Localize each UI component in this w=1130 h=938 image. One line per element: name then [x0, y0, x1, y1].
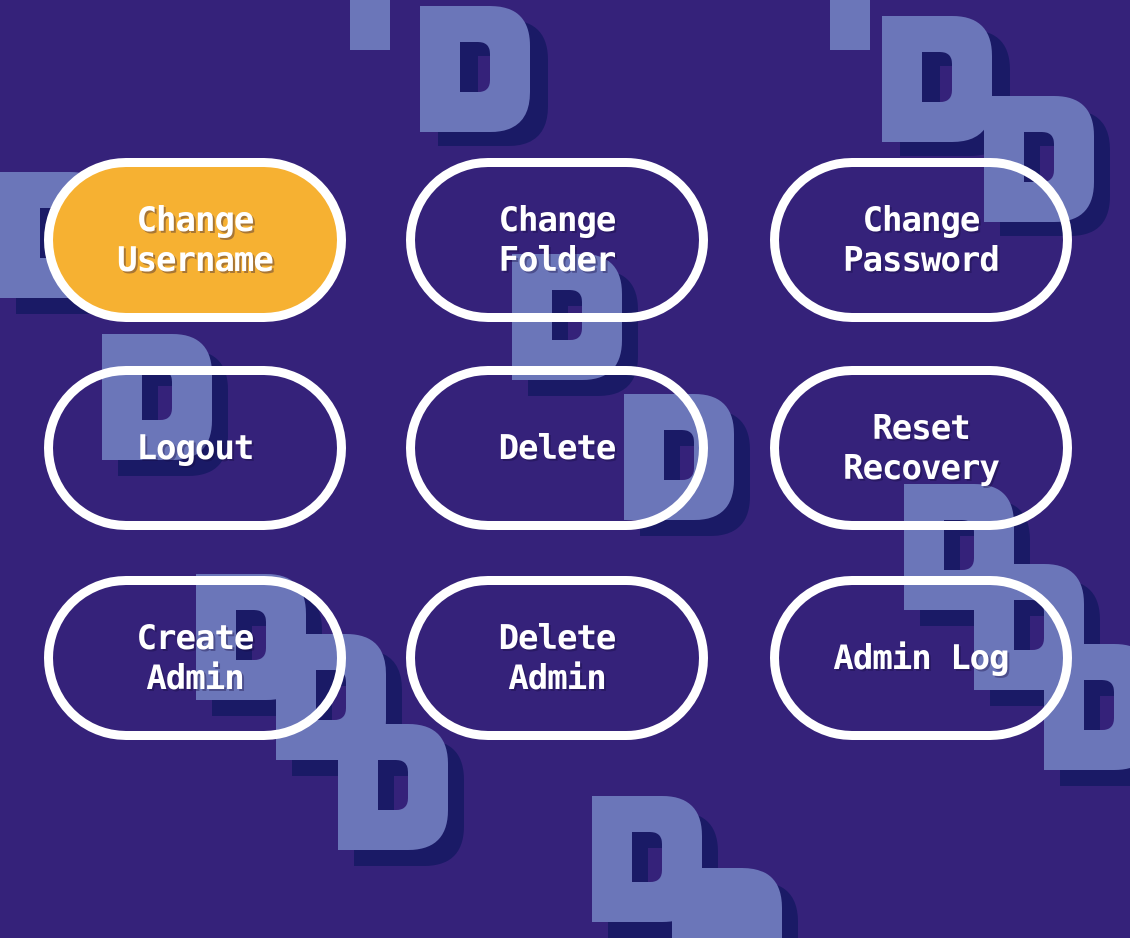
logout-button[interactable]: Logout	[44, 366, 346, 530]
change-password-label: Change Password	[843, 200, 1000, 280]
create-admin-button[interactable]: Create Admin	[44, 576, 346, 740]
change-folder-button[interactable]: Change Folder	[406, 158, 708, 322]
delete-admin-label: Delete Admin	[498, 618, 617, 698]
reset-recovery-button[interactable]: Reset Recovery	[770, 366, 1072, 530]
logout-label: Logout	[136, 428, 255, 468]
reset-recovery-label: Reset Recovery	[843, 408, 1000, 488]
change-username-button[interactable]: Change Username	[44, 158, 346, 322]
change-password-button[interactable]: Change Password	[770, 158, 1072, 322]
delete-label: Delete	[498, 428, 617, 468]
admin-log-label: Admin Log	[833, 638, 1009, 678]
delete-button[interactable]: Delete	[406, 366, 708, 530]
create-admin-label: Create Admin	[136, 618, 255, 698]
change-folder-label: Change Folder	[498, 200, 617, 280]
change-username-label: Change Username	[117, 200, 274, 280]
admin-log-button[interactable]: Admin Log	[770, 576, 1072, 740]
delete-admin-button[interactable]: Delete Admin	[406, 576, 708, 740]
